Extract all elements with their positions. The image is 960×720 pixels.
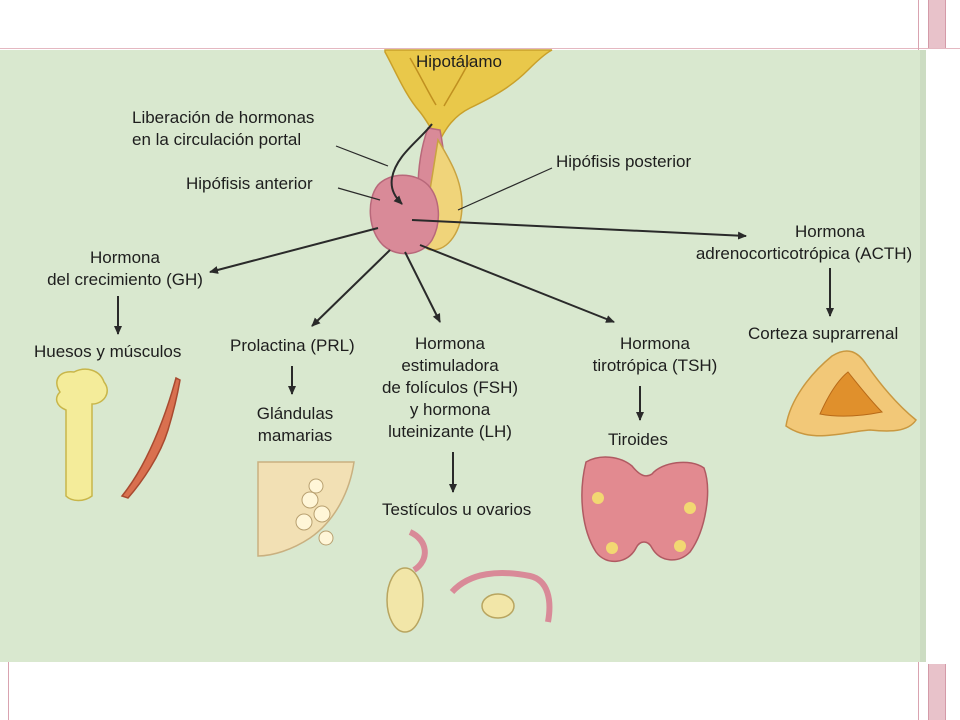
slide-corner-bar-top (928, 0, 946, 48)
label-fsh-line4: y hormona (409, 400, 491, 419)
slide-corner-bar-bottom (928, 664, 946, 720)
bone-illustration (55, 368, 108, 502)
label-acth-line1: Hormona (795, 222, 865, 241)
slide-top-line (0, 48, 960, 49)
label-prl-target-line1: Glándulas (256, 404, 334, 423)
arrow-prl (311, 249, 391, 327)
adrenal-cortex-illustration (785, 350, 918, 437)
label-gh-line1: Hormona (90, 248, 160, 267)
label-gh-target: Huesos y músculos (34, 342, 182, 361)
label-liberacion-line1: Liberación de hormonas (132, 108, 315, 127)
label-gh-line2: del crecimiento (GH) (47, 270, 203, 289)
muscle-illustration (120, 376, 181, 499)
diagram-panel-edge (920, 50, 926, 662)
label-prl-target-line2: mamarias (257, 426, 333, 445)
mammary-gland-illustration (257, 461, 355, 557)
label-tsh-line2: tirotrópica (TSH) (592, 356, 718, 375)
label-fsh-line5: luteinizante (LH) (388, 422, 512, 441)
label-tsh-line1: Hormona (620, 334, 690, 353)
label-acth-target: Corteza suprarrenal (748, 324, 899, 343)
label-hipotalamo: Hipotálamo (416, 52, 502, 71)
arrow-gh (209, 227, 379, 274)
arrow-fsh (404, 251, 441, 323)
label-acth-line2: adrenocorticotrópica (ACTH) (695, 244, 913, 263)
label-fsh-target: Testículos u ovarios (382, 500, 532, 519)
label-hipofisis-posterior: Hipófisis posterior (556, 152, 692, 171)
label-tsh-target: Tiroides (608, 430, 668, 449)
hypothalamus-illustration (384, 49, 553, 142)
thyroid-illustration (581, 456, 709, 562)
pituitary-gland-illustration (369, 123, 463, 255)
arrow-acth (411, 219, 747, 240)
pointer-portal (335, 145, 389, 167)
label-prl: Prolactina (PRL) (230, 336, 355, 355)
gonads-illustration (386, 529, 553, 633)
pointer-posterior (457, 167, 553, 211)
label-liberacion-line2: en la circulación portal (132, 130, 302, 149)
label-fsh-line3: de folículos (FSH) (381, 378, 519, 397)
label-fsh-line1: Hormona (415, 334, 485, 353)
label-fsh-line2: estimuladora (401, 356, 499, 375)
arrow-tsh (419, 244, 615, 323)
label-hipofisis-anterior: Hipófisis anterior (186, 174, 313, 193)
slide-left-line (8, 662, 9, 720)
pointer-anterior (337, 187, 381, 201)
diagram-panel (0, 50, 920, 662)
